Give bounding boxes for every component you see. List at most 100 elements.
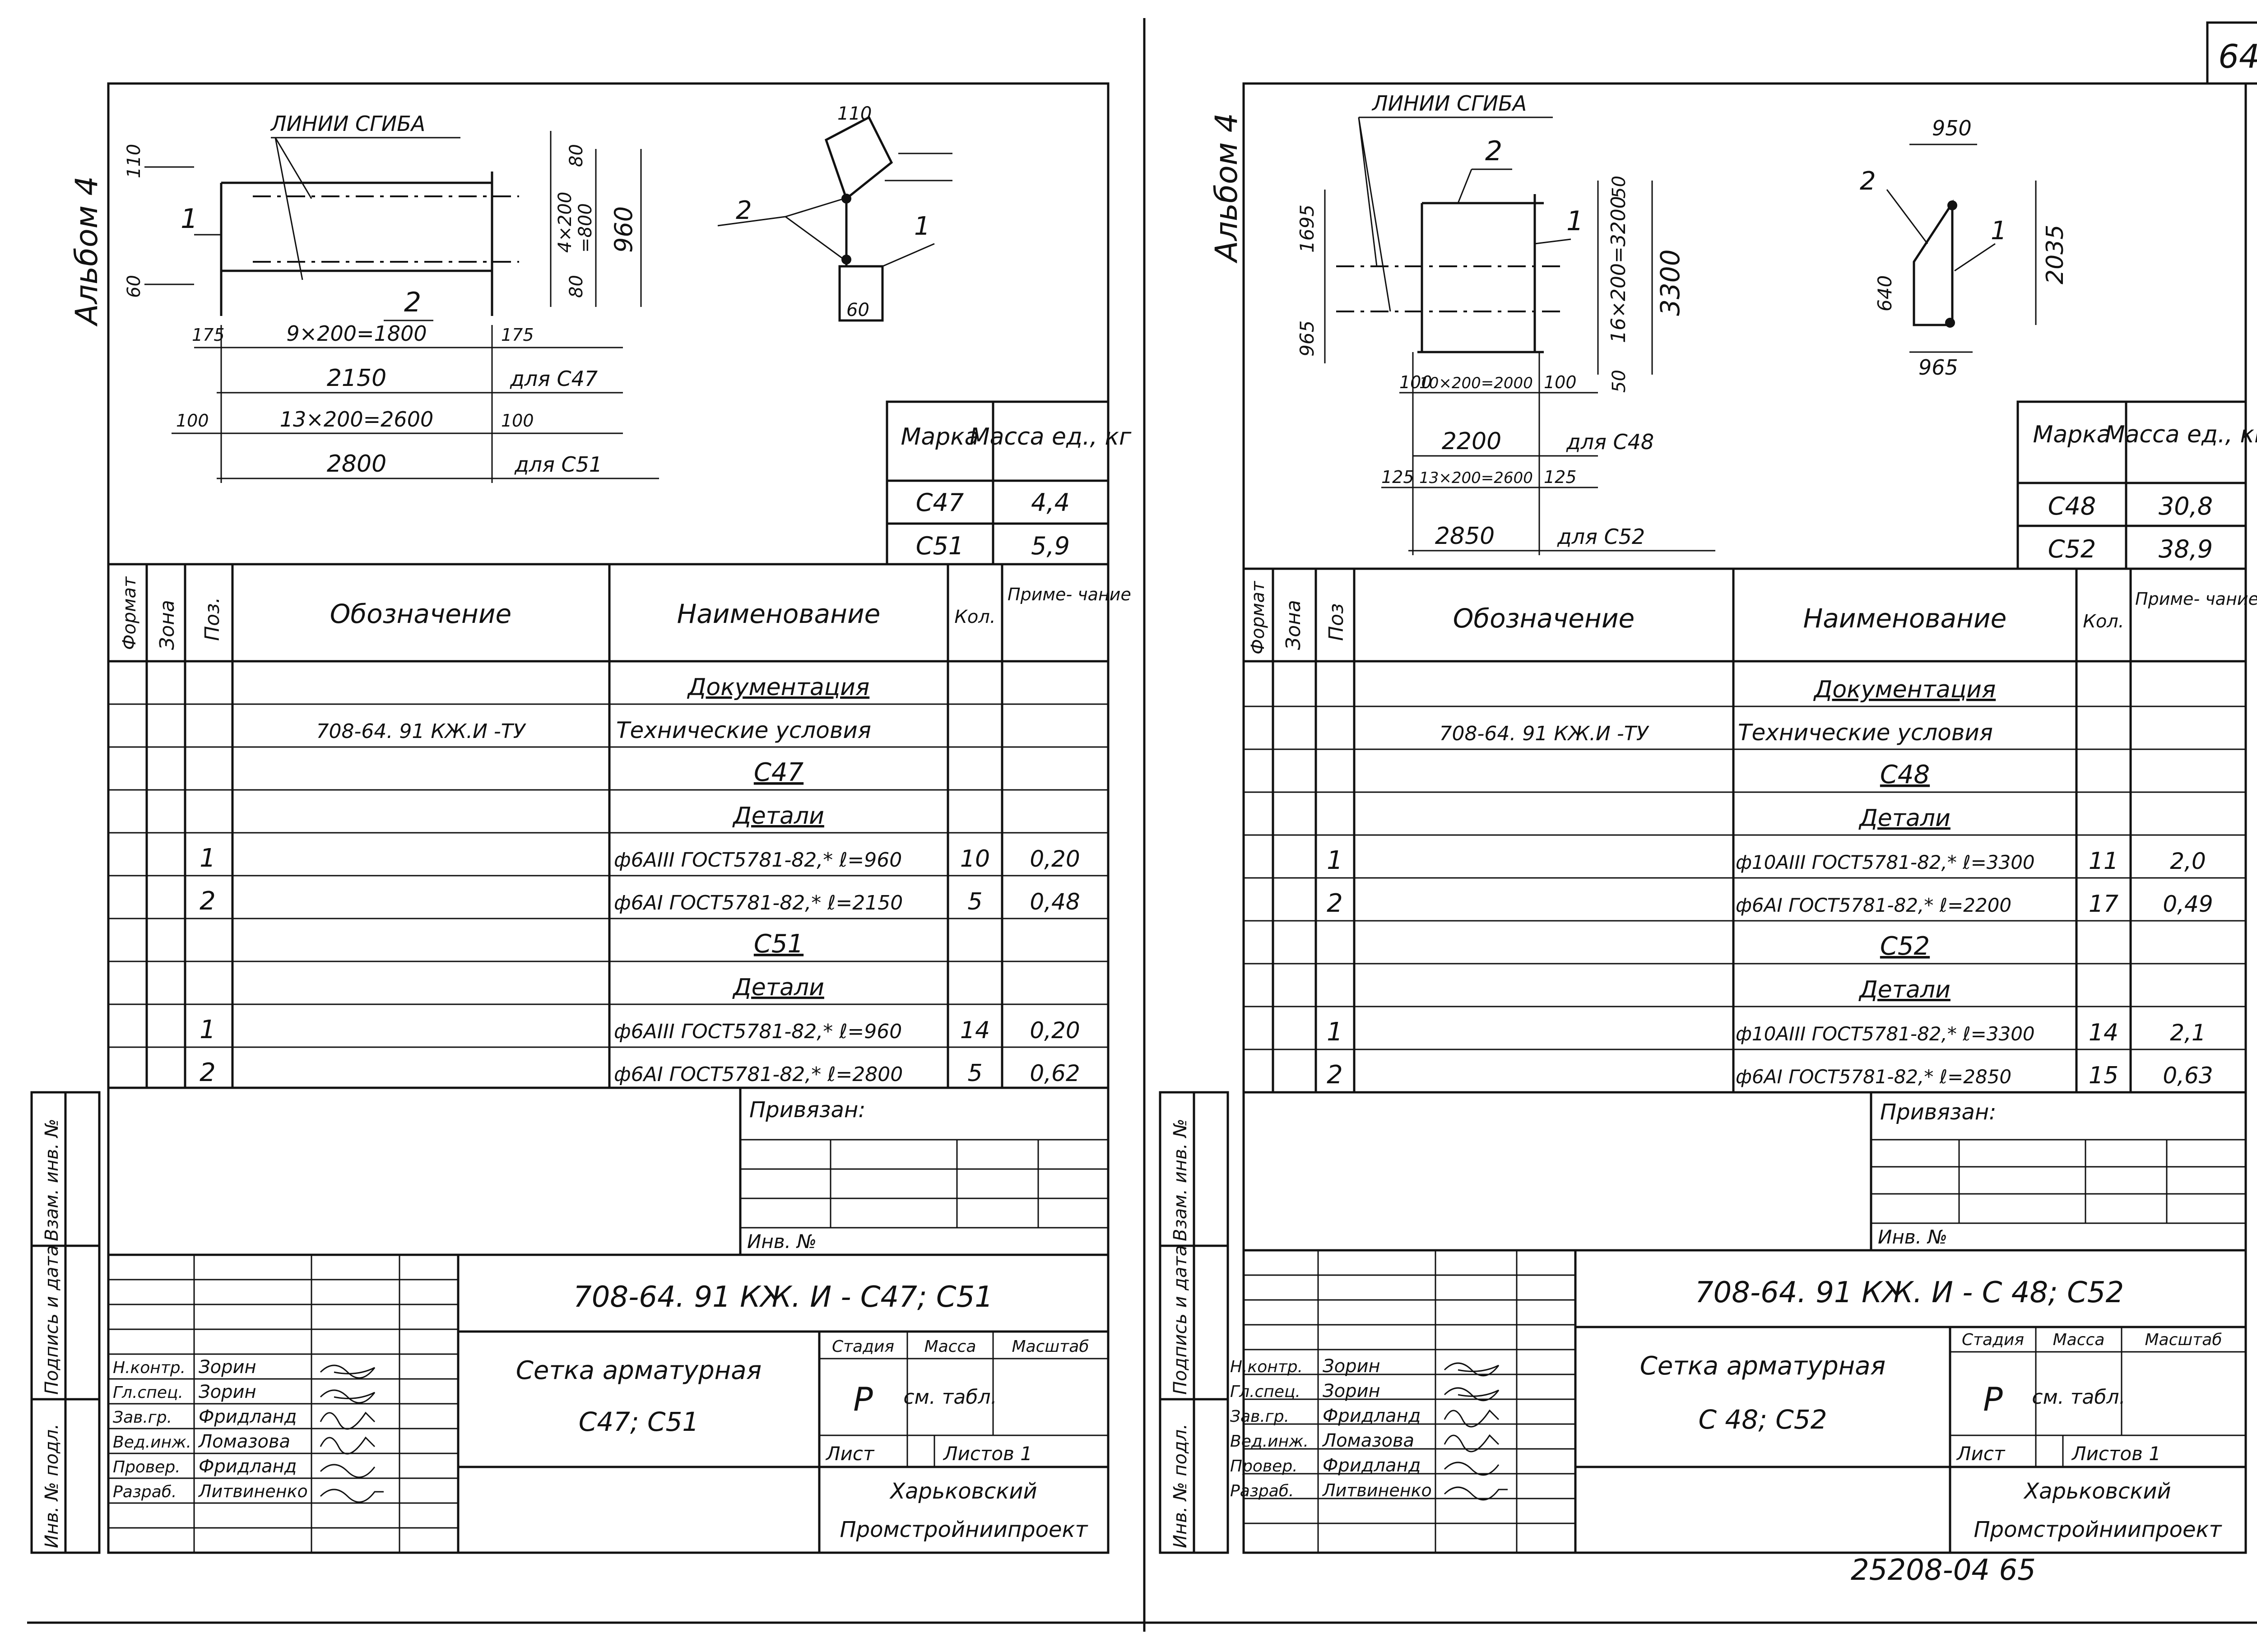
bend-lines-label: ЛИНИИ СГИБА	[270, 111, 425, 136]
spec-row-qty: 14	[2089, 1019, 2118, 1046]
header-scale: Масштаб	[2145, 1331, 2222, 1349]
inv-no-label: Инв. №	[1878, 1226, 1947, 1248]
person-role: Провер.	[1230, 1457, 1298, 1476]
spec-row-pos: 1	[1327, 1017, 1343, 1047]
section-detail: 950 2035 640 965 2 1	[1860, 116, 2069, 380]
signature-marks	[320, 1364, 384, 1503]
header-format: Формат	[1248, 580, 1268, 654]
spec-row-name: Детали	[1858, 976, 1950, 1003]
pos-2-label: 2	[1860, 167, 1876, 196]
spec-row-qty: 11	[2089, 848, 2118, 875]
album-label: Альбом 4	[1209, 113, 1245, 264]
dim-for-a: для С47	[510, 367, 598, 391]
spec-row-name: Документация	[1813, 676, 1996, 703]
drawing-code: 708-64. 91 КЖ. И - С47; С51	[573, 1281, 993, 1314]
spec-row-lines	[1244, 705, 2246, 1050]
spec-row-pos: 1	[200, 1015, 216, 1044]
section-leg	[838, 265, 884, 322]
spec-row-name: Детали	[732, 803, 824, 830]
bent-bar	[1913, 199, 1954, 326]
spec-row-designation: 708-64. 91 КЖ.И -ТУ	[316, 720, 527, 743]
mass-mark: С47	[916, 488, 964, 517]
sheet-label: Лист	[825, 1443, 875, 1465]
mass-value: см. табл.	[2032, 1386, 2125, 1409]
spec-row-qty: 14	[960, 1017, 990, 1044]
pos-1-label: 1	[1991, 216, 2007, 246]
bar-dot	[1947, 200, 1957, 210]
spec-row-name: ф6АI ГОСТ5781-82,* ℓ=2200	[1736, 894, 2011, 916]
org-line1: Харьковский	[2023, 1479, 2171, 1504]
drawing-name-line1: Сетка арматурная	[516, 1356, 762, 1385]
mass-value: 5,9	[1031, 532, 1070, 560]
margin-stamp: Инв. № подл. Подпись и дата Взам. инв. №	[30, 1091, 101, 1554]
spec-row-pos: 1	[200, 844, 216, 873]
mass-value: 30,8	[2159, 492, 2213, 520]
header-format: Формат	[119, 576, 140, 650]
dim-for-a: для С48	[1566, 430, 1654, 454]
dim-80-top: 80	[566, 144, 587, 167]
person-name: Фридланд	[1323, 1455, 1421, 1476]
drawing-code: 708-64. 91 КЖ. И - С 48; С52	[1695, 1276, 2124, 1309]
spec-table: Формат Зона Поз. Обозначение Наименовани…	[108, 563, 1131, 1089]
mesh-drawing: ЛИНИИ СГИБА 110 60 1 2 175 175 9×200=180…	[124, 111, 659, 483]
title-block: Н.контр. Зорин Гл.спец. Зорин Зав.гр. Фр…	[108, 1253, 1108, 1553]
inv-no-label: Инв. №	[747, 1230, 817, 1253]
spec-row-name: ф10АIII ГОСТ5781-82,* ℓ=3300	[1736, 851, 2035, 873]
dim-1695: 1695	[1296, 204, 1318, 253]
section-detail: 110 60 2 1	[717, 103, 952, 322]
header-note: Приме- чание	[1008, 585, 1131, 604]
spec-row-name: Документация	[687, 674, 869, 701]
dim-2035: 2035	[2042, 225, 2069, 284]
sheet-right: Альбом 4 ЛИНИИ СГИБА 1695 965 2 1 50 16×…	[1159, 82, 2257, 1554]
spec-row-name: Детали	[732, 974, 824, 1001]
stamp-vzam: Взам. инв. №	[42, 1118, 62, 1241]
privyazan-block: Привязан: Инв. №	[1870, 1091, 2247, 1252]
mass-header-mark: Марка	[901, 423, 979, 450]
spec-row-pos: 2	[1327, 1060, 1343, 1090]
mass-value: 38,9	[2159, 535, 2213, 563]
dim-100-right: 100	[501, 411, 534, 431]
stage-value: Р	[853, 1380, 873, 1418]
spec-row-name: ф6АI ГОСТ5781-82,* ℓ=2150	[614, 891, 903, 914]
org-line1: Харьковский	[889, 1479, 1037, 1504]
dim-top-110: 110	[124, 144, 144, 178]
bar-dot	[841, 255, 851, 265]
spec-row-note: 0,48	[1030, 889, 1080, 915]
header-stage: Стадия	[1962, 1331, 2024, 1349]
spec-row-name: ф6АI ГОСТ5781-82,* ℓ=2850	[1736, 1066, 2011, 1088]
album-label: Альбом 4	[69, 176, 105, 327]
header-scale: Масштаб	[1012, 1337, 1089, 1356]
margin-stamp: Инв. № подл. Подпись и дата Взам. инв. №	[1159, 1091, 1229, 1554]
dim-len-a: 2150	[327, 365, 386, 392]
person-role: Провер.	[113, 1458, 181, 1476]
dim-right-pitch: 16×200=3200	[1607, 196, 1630, 343]
spec-row-note: 0,63	[2163, 1063, 2213, 1089]
person-role: Вед.инж.	[113, 1433, 191, 1452]
spec-row-name: С48	[1880, 760, 1930, 789]
pos-2-callout: 2	[1485, 135, 1502, 167]
spec-row-name: С51	[754, 929, 803, 959]
pos-1-callout: 1	[181, 203, 198, 235]
bar-dot	[1945, 318, 1955, 328]
stamp-podpis: Подпись и дата	[42, 1245, 62, 1395]
privyazan-block: Привязан: Инв. №	[739, 1086, 1110, 1256]
drawing-name-line2: С47; С51	[579, 1406, 699, 1437]
mass-value: 4,4	[1031, 488, 1070, 517]
spec-row-pos: 2	[200, 1058, 216, 1087]
dim-125-right: 125	[1544, 467, 1577, 487]
person-role: Н.контр.	[113, 1359, 186, 1377]
spec-row-pos: 2	[1327, 889, 1343, 918]
mass-mark: С48	[2048, 492, 2096, 520]
spec-row-qty: 5	[967, 1060, 982, 1087]
archive-number: 25208-04 65	[1851, 1554, 2036, 1587]
person-name: Зорин	[199, 1382, 256, 1402]
header-designation: Обозначение	[330, 599, 511, 629]
person-role: Разраб.	[1230, 1482, 1294, 1500]
dim-pitch-b: 13×200=2600	[280, 407, 434, 432]
title-people-grid	[108, 1255, 458, 1553]
spec-row-name: С47	[754, 758, 804, 787]
header-name: Наименование	[677, 599, 881, 629]
org-line2: Промстройниипроект	[840, 1517, 1089, 1542]
dim-965: 965	[1918, 355, 1958, 380]
